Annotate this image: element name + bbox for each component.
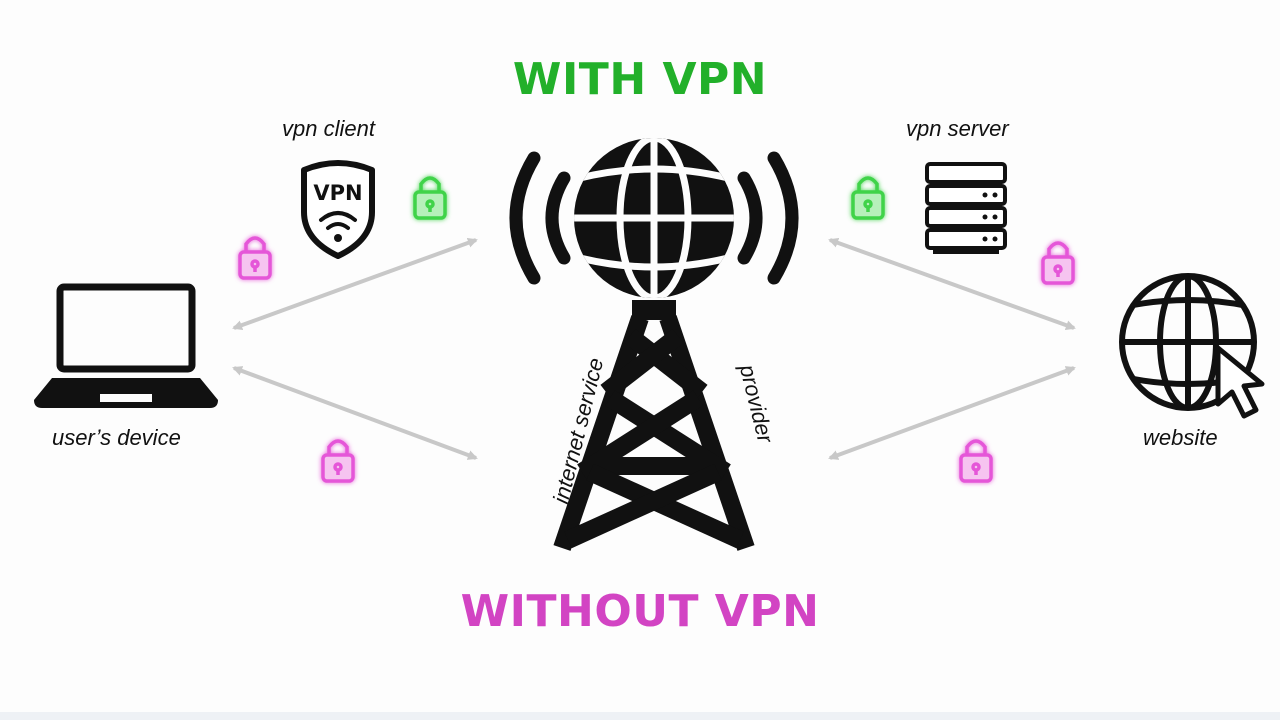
vpn-client-label: vpn client bbox=[282, 116, 375, 141]
padlock-icon bbox=[413, 176, 447, 220]
padlock-icon bbox=[851, 176, 885, 220]
users-device-label: user’s device bbox=[52, 425, 181, 450]
website-label: website bbox=[1143, 425, 1218, 450]
without-vpn-heading: WITHOUT VPN bbox=[460, 586, 820, 637]
with-vpn-heading: WITH VPN bbox=[512, 54, 768, 105]
bottom-strip bbox=[0, 712, 1280, 720]
padlock-icon bbox=[959, 439, 993, 483]
padlock-icon bbox=[321, 439, 355, 483]
laptop-icon bbox=[34, 283, 218, 408]
vpn-badge-text: VPN bbox=[313, 181, 362, 205]
padlock-icon bbox=[238, 236, 272, 280]
padlock-icon bbox=[1041, 241, 1075, 285]
arrow-device-to-isp-without-vpn bbox=[232, 366, 478, 460]
vpn-shield-icon: VPN bbox=[301, 160, 375, 259]
arrow-device-to-isp-with-vpn bbox=[232, 238, 478, 330]
radio-tower-globe-icon bbox=[509, 138, 799, 551]
arrow-isp-to-website-with-vpn bbox=[828, 238, 1076, 330]
server-rack-icon bbox=[925, 162, 1007, 254]
globe-cursor-icon bbox=[1119, 273, 1265, 419]
arrow-isp-to-website-without-vpn bbox=[828, 366, 1076, 460]
vpn-server-label: vpn server bbox=[906, 116, 1009, 141]
